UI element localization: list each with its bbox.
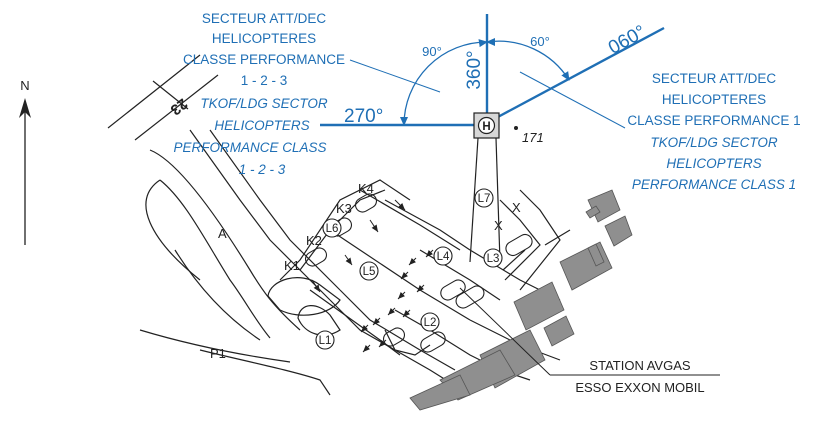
taxiway-k4-label: K4	[358, 181, 374, 196]
taxiway-x-label: X	[494, 218, 503, 233]
arc-90	[400, 37, 496, 126]
stand-l5: L5	[359, 261, 379, 281]
arc-label-90: 90°	[422, 44, 442, 59]
taxiway-p1-label: P1	[210, 346, 226, 361]
svg-text:L4: L4	[437, 251, 450, 263]
taxiway-k3-label: K3	[336, 201, 352, 216]
helipad-access	[469, 137, 501, 263]
station-leader-line	[459, 287, 551, 376]
sector-right-fr-3: CLASSE PERFORMANCE 1	[627, 113, 800, 128]
stand-l4: L4	[433, 246, 453, 266]
svg-text:L6: L6	[326, 223, 339, 235]
svg-text:L3: L3	[487, 253, 500, 265]
svg-text:L1: L1	[319, 335, 332, 347]
helipad-icon	[477, 116, 496, 135]
stand-l6: L6	[322, 218, 342, 238]
bearing-line-060	[495, 26, 665, 120]
sector-left-fr-1: SECTEUR ATT/DEC	[202, 11, 327, 26]
taxiway-k2-label: K2	[306, 233, 322, 248]
sector-left-fr-4: 1 - 2 - 3	[241, 73, 288, 88]
sector-right-fr-2: HELICOPTERES	[662, 92, 766, 107]
runway-23	[107, 54, 219, 141]
north-arrow: N	[19, 78, 31, 245]
sector-left-en-2: HELICOPTERS	[214, 118, 309, 133]
sector-left-fr-3: CLASSE PERFORMANCE	[183, 52, 345, 67]
station-name-line2: ESSO EXXON MOBIL	[575, 380, 704, 395]
sector-left-fr-2: HELICOPTERES	[212, 31, 316, 46]
station-avgas: STATION AVGAS ESSO EXXON MOBIL	[459, 287, 720, 395]
bearing-label-270: 270°	[344, 106, 383, 127]
sector-right-text: SECTEUR ATT/DEC HELICOPTERES CLASSE PERF…	[627, 71, 800, 192]
buildings	[409, 189, 633, 411]
arc-label-60: 60°	[530, 34, 550, 49]
sector-left-en-3: PERFORMANCE CLASS	[173, 140, 326, 155]
sector-left-en-4: 1 - 2 - 3	[239, 162, 286, 177]
sector-left-text: SECTEUR ATT/DEC HELICOPTERES CLASSE PERF…	[173, 11, 345, 177]
stand-l2: L2	[420, 312, 440, 332]
helipad: H 171	[473, 112, 544, 145]
station-name-line1: STATION AVGAS	[589, 358, 690, 373]
helipad-elevation: 171	[522, 130, 544, 145]
sector-right-en-2: HELICOPTERS	[666, 156, 761, 171]
bearing-label-060: 060°	[605, 21, 650, 58]
taxiway-k1-label: K1	[284, 258, 300, 273]
north-label: N	[20, 78, 29, 93]
helipad-symbol: H	[482, 121, 490, 133]
sector-right-en-1: TKOF/LDG SECTOR	[650, 135, 778, 150]
elevation-dot	[514, 126, 518, 130]
svg-text:L7: L7	[478, 193, 491, 205]
svg-text:L5: L5	[363, 266, 376, 278]
taxiway-a-label: A	[218, 226, 227, 241]
taxiway-x-label-2: X	[512, 200, 521, 215]
north-arrow-head-icon	[19, 98, 31, 118]
sector-left-en-1: TKOF/LDG SECTOR	[200, 96, 328, 111]
sector-geometry	[320, 14, 665, 129]
arc-60	[478, 39, 570, 81]
stand-l7: L7	[474, 188, 494, 208]
stand-markers: L1 L2 L3 L4 L5 L6 L7	[315, 188, 503, 350]
stand-l1: L1	[315, 330, 335, 350]
sector-right-fr-1: SECTEUR ATT/DEC	[652, 71, 777, 86]
bearing-label-360: 360°	[464, 50, 485, 89]
runway-designator: 23	[167, 95, 191, 119]
apron-flow-arrows	[311, 199, 434, 353]
svg-text:L2: L2	[424, 317, 437, 329]
stand-l3: L3	[483, 248, 503, 268]
sector-right-en-3: PERFORMANCE CLASS 1	[632, 177, 796, 192]
